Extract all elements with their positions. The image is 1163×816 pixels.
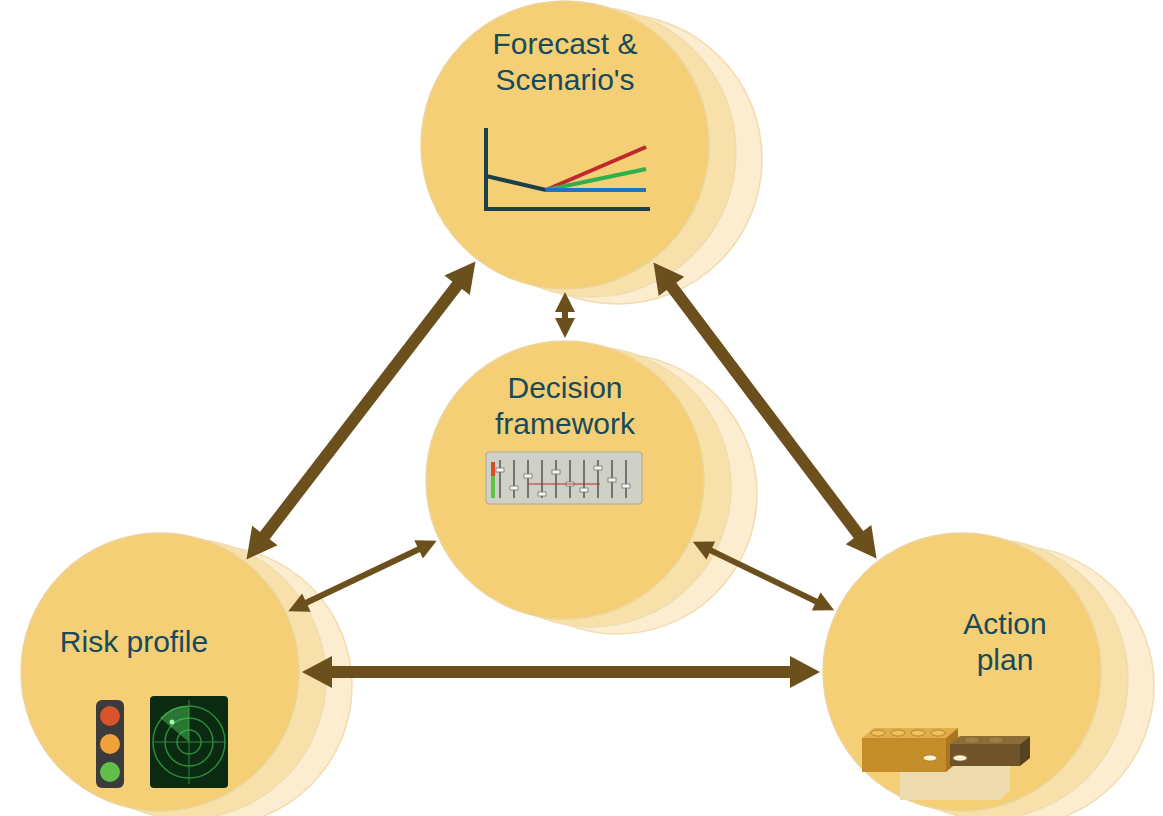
circle-node: Action plan: [822, 532, 1102, 812]
node-label: Risk profile: [34, 624, 234, 660]
arrowhead: [812, 592, 834, 610]
node-text-box: Decision framework: [475, 370, 655, 442]
connector-line: [323, 666, 799, 678]
circle-shape: [823, 533, 1101, 811]
node-text-box: Risk profile: [34, 624, 234, 660]
node-label: Forecast & Scenario's: [465, 26, 665, 98]
circle-node: Forecast & Scenario's: [420, 0, 710, 290]
arrowhead: [555, 292, 575, 312]
double-arrow-connector: [302, 656, 820, 688]
node-label: Action plan: [940, 606, 1070, 678]
mixer-icon: [486, 452, 642, 504]
node-label: Decision framework: [475, 370, 655, 442]
node-text-box: Action plan: [940, 606, 1070, 678]
double-arrow-connector: [693, 542, 834, 611]
arrowhead: [414, 540, 436, 558]
circle-shape: [21, 533, 299, 811]
arrowhead: [653, 262, 684, 296]
double-arrow-connector: [555, 292, 575, 338]
traffic-light-icon: [96, 700, 124, 788]
arrowhead: [288, 594, 310, 612]
scenario-chart-icon: [486, 128, 650, 209]
circle-outline: [822, 532, 1102, 812]
node-text-box: Forecast & Scenario's: [465, 26, 665, 98]
connector-line: [301, 547, 424, 605]
building-block-studs: [871, 730, 1003, 761]
connector-line: [705, 548, 821, 604]
circle-outline: [20, 532, 300, 812]
arrowhead: [846, 525, 877, 559]
circle-shape: [421, 1, 709, 289]
arrowhead: [555, 318, 575, 338]
building-blocks-icon: [862, 728, 1030, 800]
circle-node: Decision framework: [425, 340, 705, 620]
arrowhead: [693, 542, 715, 560]
double-arrow-connector: [288, 540, 436, 611]
arrowhead: [790, 656, 820, 688]
arrowhead: [302, 656, 332, 688]
circle-shape: [426, 341, 704, 619]
arrowhead: [247, 526, 278, 560]
arrowhead: [444, 262, 475, 296]
circle-node: Risk profile: [20, 532, 300, 812]
radar-icon: [150, 696, 228, 788]
